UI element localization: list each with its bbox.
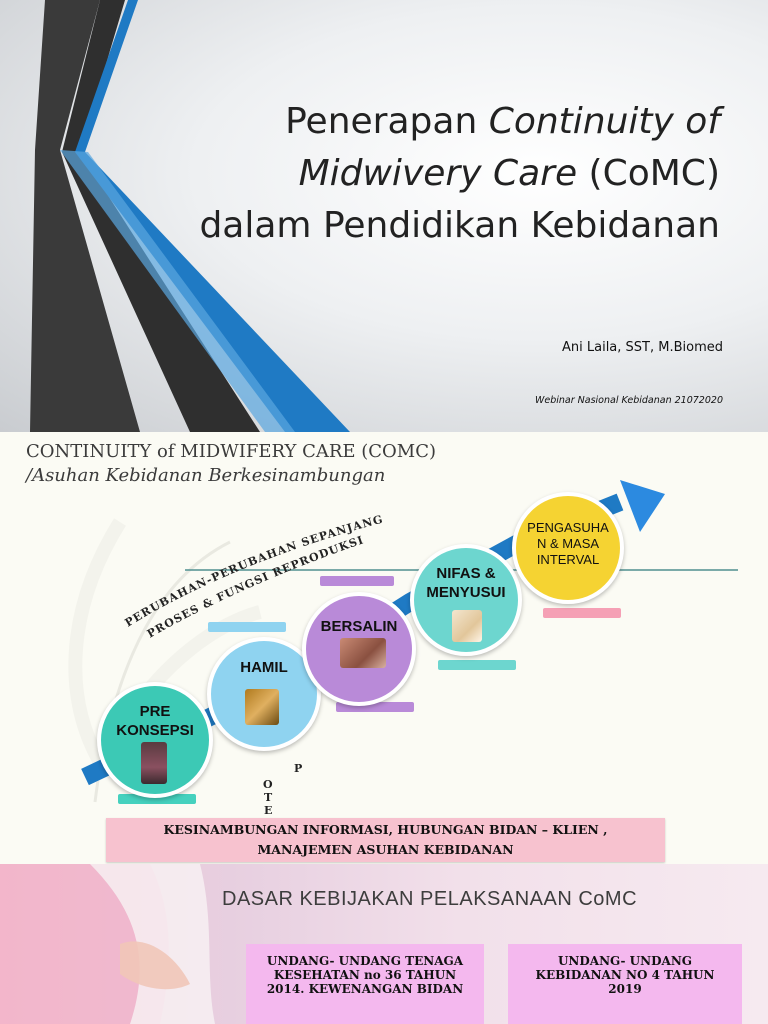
woman-photo (141, 742, 167, 784)
event-name: Webinar Nasional Kebidanan 21072020 (534, 395, 723, 406)
pregnancy-photo (245, 689, 279, 725)
stage-bar (208, 622, 286, 632)
stage-bar (438, 660, 516, 670)
light-blue-stripe (60, 150, 295, 432)
author-name: Ani Laila, SST, M.Biomed (562, 340, 723, 355)
arrow-head (620, 480, 665, 532)
stage-bar (320, 576, 394, 586)
stage-nifas-menyusui: NIFAS &MENYUSUI (410, 544, 522, 656)
potensi-letter: P (294, 762, 303, 775)
potensi-letter: E (264, 804, 273, 817)
stage-bar (543, 608, 621, 618)
presentation-title: Penerapan Continuity of Midwivery Care (… (199, 101, 720, 246)
policy-slide: DASAR KEBIJAKAN PELAKSANAAN CoMC UNDANG-… (0, 864, 768, 1024)
potensi-letter: O (263, 778, 273, 791)
decorative-stripes (30, 0, 350, 432)
stage-bersalin: BERSALIN (302, 592, 416, 706)
dark-stripe-2 (62, 0, 260, 432)
slide-title: CONTINUITY of MIDWIFERY CARE (COMC) /Asu… (26, 441, 437, 486)
hand-shape (120, 941, 190, 990)
stage-bar (118, 794, 196, 804)
stage-bar (336, 702, 414, 712)
dark-stripe (30, 0, 140, 432)
breastfeeding-photo (452, 610, 482, 642)
continuity-summary-box: KESINAMBUNGAN INFORMASI, HUBUNGAN BIDAN … (106, 818, 665, 862)
comc-slide: PERUBAHAN-PERUBAHAN SEPANJANG PROSES & F… (0, 432, 768, 864)
newborn-photo (340, 638, 386, 668)
potensi-letter: T (264, 791, 273, 804)
policy-title: DASAR KEBIJAKAN PELAKSANAAN CoMC (222, 888, 638, 910)
policy-box-uu-36-2014: UNDANG- UNDANG TENAGA KESEHATAN no 36 TA… (246, 944, 484, 1024)
policy-box-uu-4-2019: UNDANG- UNDANG KEBIDANAN NO 4 TAHUN 2019 (508, 944, 742, 1024)
title-slide: Penerapan Continuity of Midwivery Care (… (0, 0, 768, 432)
background-photo-shapes (0, 864, 215, 1024)
